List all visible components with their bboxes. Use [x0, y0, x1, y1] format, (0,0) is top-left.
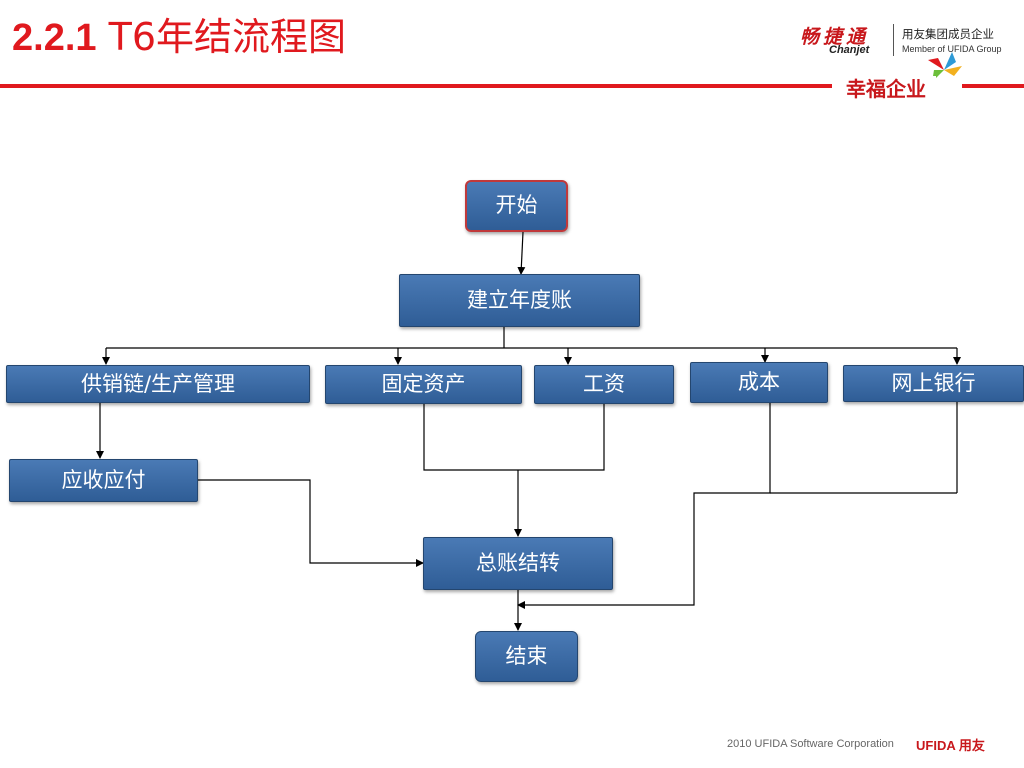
footer-brand-en: UFIDA: [916, 738, 956, 753]
node-build-account: 建立年度账: [399, 274, 640, 327]
header-rule-right: [962, 84, 1024, 88]
group-member-en: Member of UFIDA Group: [902, 44, 1002, 54]
title-text: T6年结流程图: [108, 15, 347, 59]
footer-brand-cn: 用友: [958, 738, 985, 753]
section-number: 2.2.1: [12, 17, 97, 59]
chanjet-logo-cn: 畅捷通: [800, 26, 870, 48]
edge-start-build: [517, 231, 526, 275]
node-ledger-transfer: 总账结转: [423, 537, 613, 590]
node-start: 开始: [465, 180, 568, 232]
node-online-bank: 网上银行: [843, 365, 1024, 402]
node-end: 结束: [475, 631, 578, 682]
node-fixed-assets: 固定资产: [325, 365, 522, 404]
edge-cost-ledger: [517, 403, 771, 609]
node-salary: 工资: [534, 365, 674, 404]
node-receivable-payable: 应收应付: [9, 459, 198, 502]
chanjet-logo-en: Chanjet: [829, 44, 870, 56]
logo-divider: [893, 24, 894, 56]
footer-copyright: 2010 UFIDA Software Corporation: [727, 738, 894, 750]
header-rule-left: [0, 84, 832, 88]
footer-brand: UFIDA 用友: [916, 735, 985, 754]
pinwheel-icon: [928, 52, 962, 82]
edge-fixed-salary-merge: [423, 404, 605, 471]
node-cost: 成本: [690, 362, 828, 403]
node-supply-chain: 供销链/生产管理: [6, 365, 310, 403]
edge-ar-ledger: [198, 479, 424, 567]
slogan: 幸福企业: [836, 76, 936, 102]
group-member-cn: 用友集团成员企业: [902, 27, 994, 41]
slide-title: 2.2.1 T6年结流程图: [12, 14, 346, 61]
